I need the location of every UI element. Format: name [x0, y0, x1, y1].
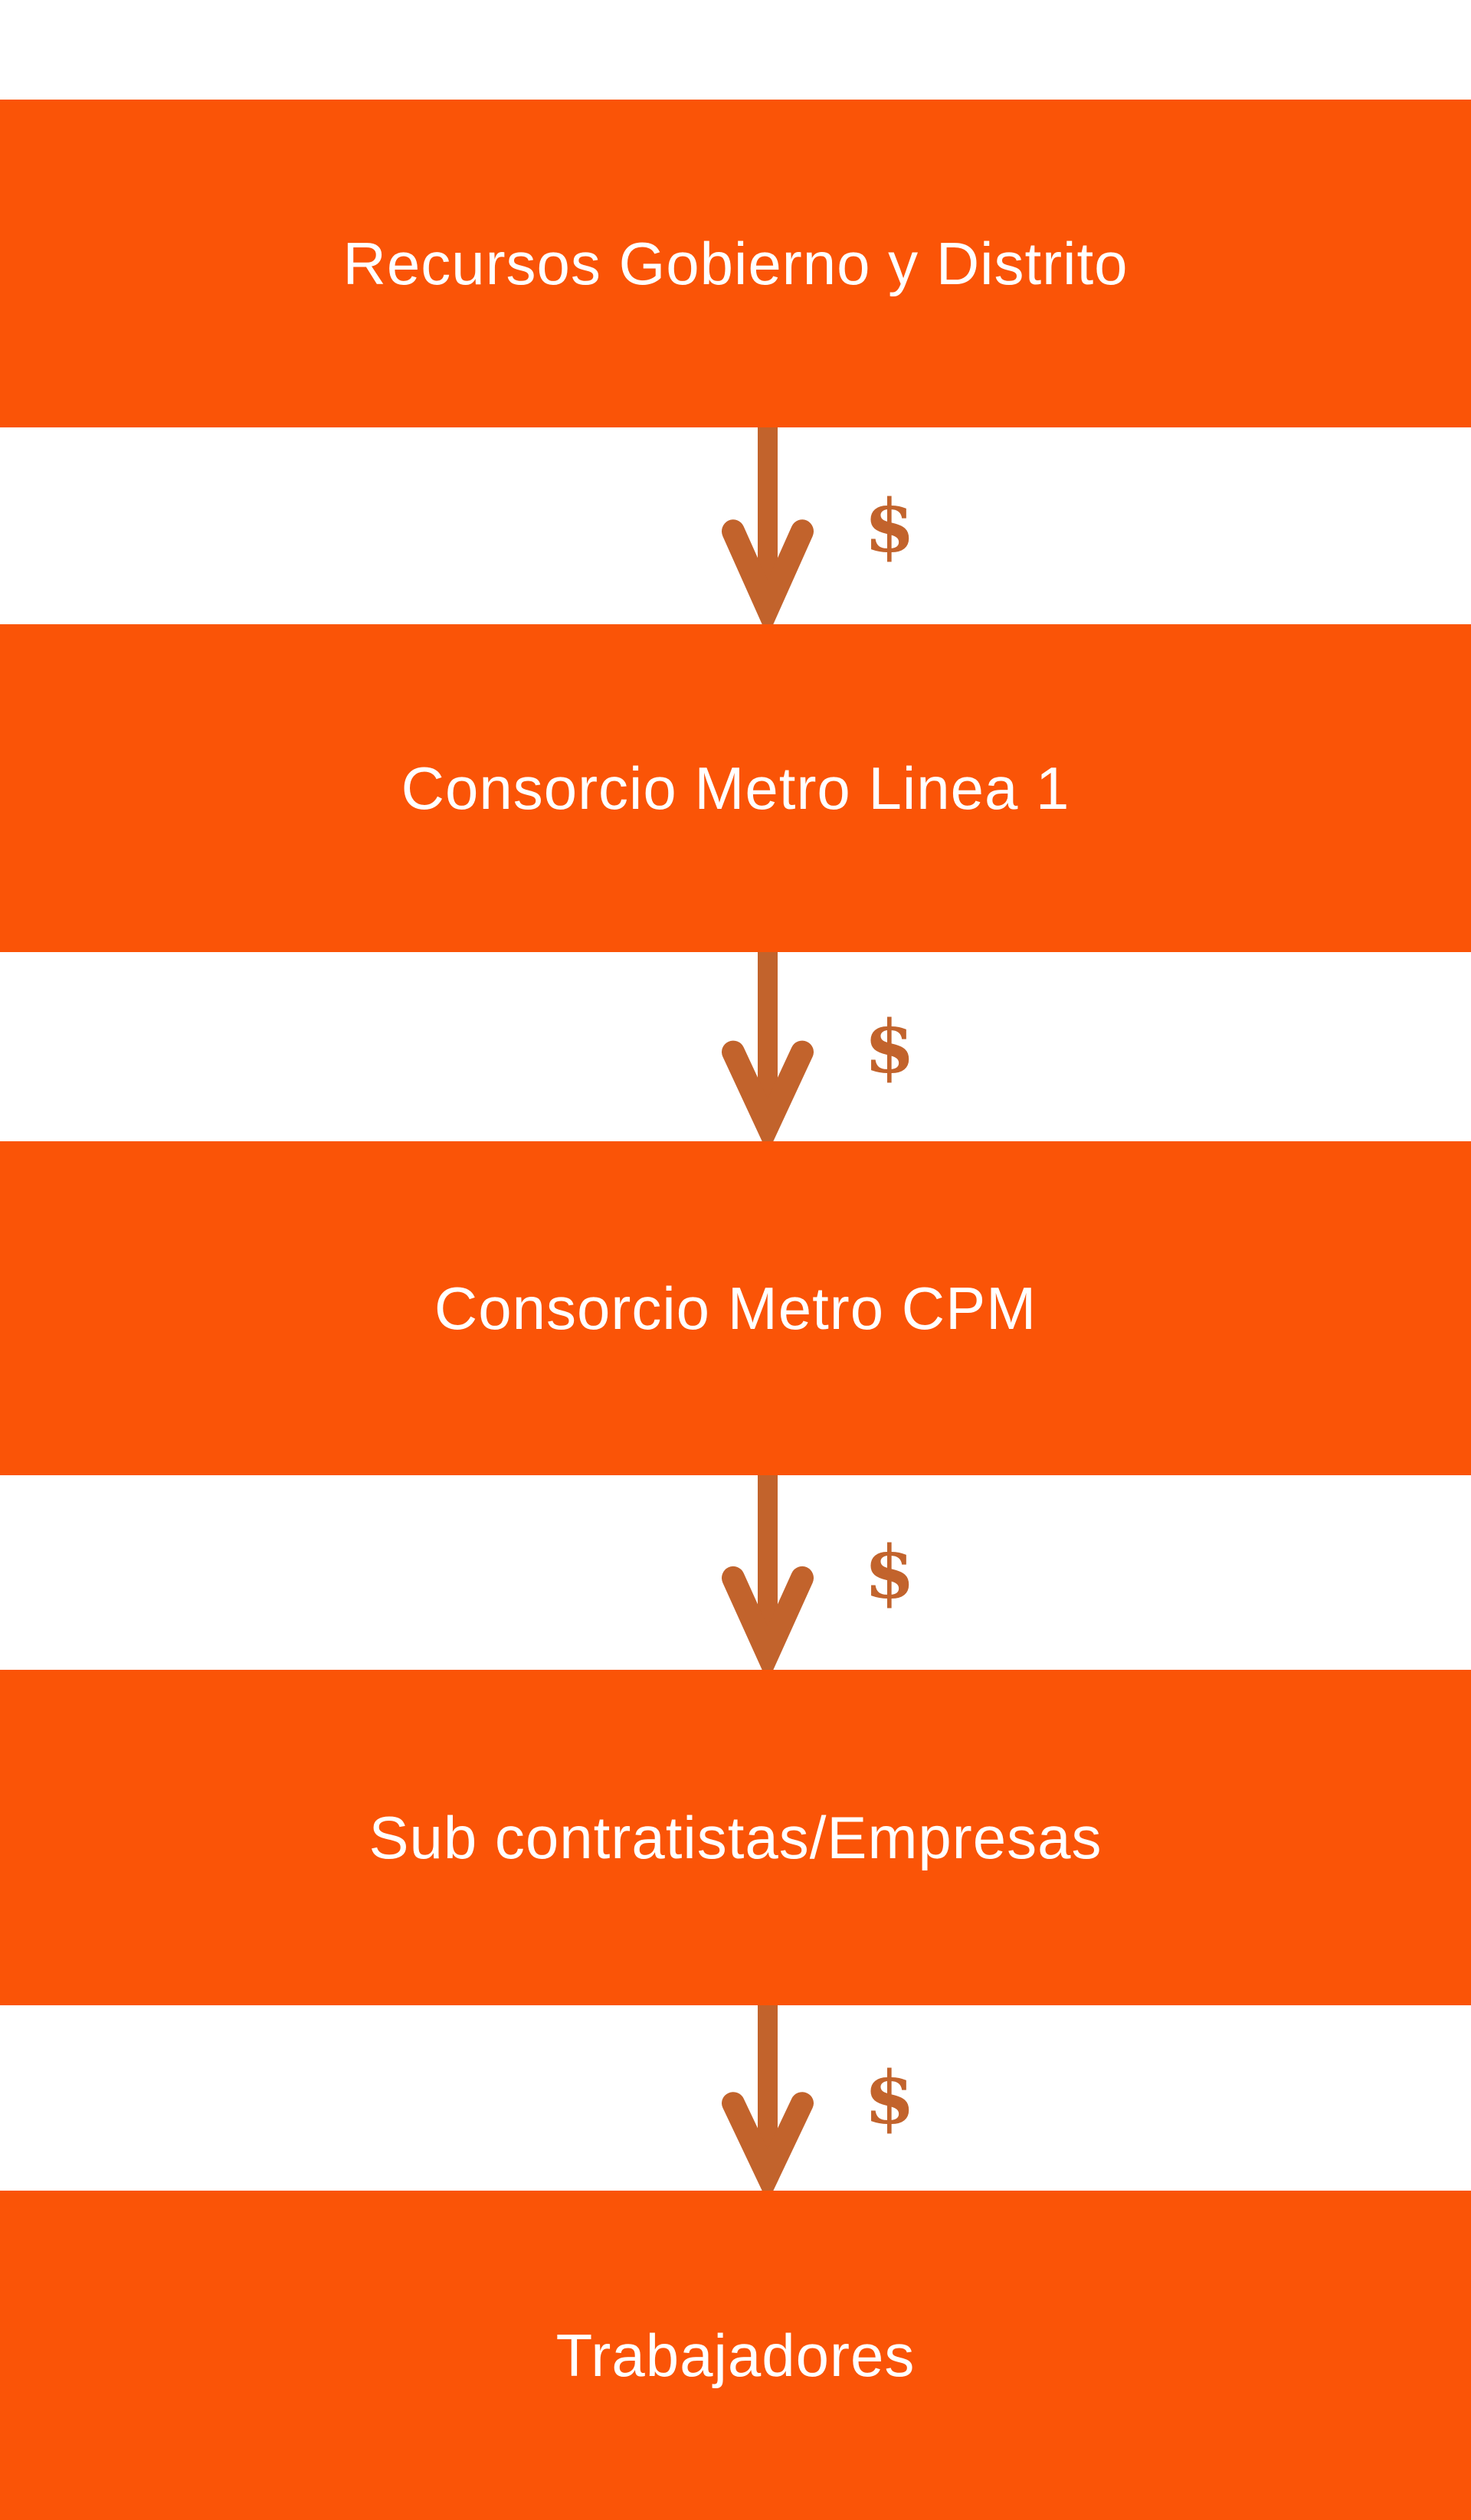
- flow-node-trabajadores: Trabajadores: [0, 2191, 1471, 2520]
- connector-1: $: [0, 427, 1471, 624]
- down-arrow-icon: [722, 427, 814, 624]
- dollar-sign: $: [864, 483, 916, 568]
- down-arrow-icon: [722, 952, 814, 1141]
- down-arrow-icon: [722, 1475, 814, 1670]
- flow-node-label: Trabajadores: [555, 2321, 916, 2389]
- flow-node-recursos-gobierno: Recursos Gobierno y Distrito: [0, 100, 1471, 427]
- flow-node-consorcio-metro-cpm: Consorcio Metro CPM: [0, 1141, 1471, 1475]
- connector-3: $: [0, 1475, 1471, 1670]
- flow-node-label: Recursos Gobierno y Distrito: [342, 229, 1129, 297]
- down-arrow-icon: [722, 2005, 814, 2191]
- flow-node-label: Consorcio Metro Linea 1: [401, 754, 1070, 822]
- connector-2: $: [0, 952, 1471, 1141]
- dollar-sign: $: [864, 1530, 916, 1615]
- connector-4: $: [0, 2005, 1471, 2191]
- dollar-sign: $: [864, 1004, 916, 1089]
- dollar-sign: $: [864, 2055, 916, 2141]
- flow-node-subcontratistas: Sub contratistas/Empresas: [0, 1670, 1471, 2005]
- flow-node-consorcio-metro-linea-1: Consorcio Metro Linea 1: [0, 624, 1471, 952]
- flow-node-label: Consorcio Metro CPM: [434, 1274, 1037, 1342]
- flow-node-label: Sub contratistas/Empresas: [369, 1803, 1102, 1871]
